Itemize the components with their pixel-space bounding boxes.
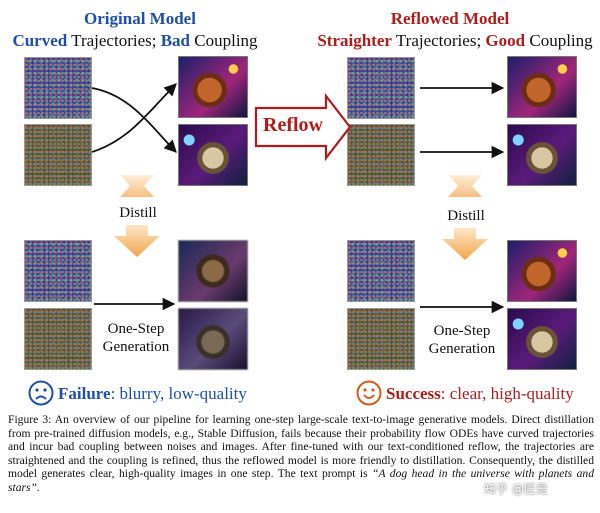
noise-image [24, 57, 92, 119]
blurry-dog-image [178, 240, 248, 302]
right-panel-subtitle: Straighter Trajectories; Good Coupling [310, 32, 600, 50]
failure-description: : blurry, low-quality [110, 384, 247, 403]
left-panel-title: Original Model [84, 9, 196, 28]
generated-dog-image [507, 56, 577, 118]
distill-arrow [448, 175, 482, 197]
reflow-label: Reflow [263, 114, 323, 136]
success-status: Success: clear, high-quality [386, 384, 574, 404]
blurry-dog-image [178, 308, 248, 370]
generation-line: Generation [102, 339, 170, 355]
watermark: 知乎 @匠是 [484, 482, 548, 496]
distill-label: Distill [119, 205, 157, 221]
one-step-generation-label: One-Step Generation [414, 322, 510, 358]
success-description: : clear, high-quality [440, 384, 574, 403]
one-step-generation-label: One-Step Generation [88, 320, 184, 356]
noise-image [347, 240, 415, 302]
distill-arrow [114, 225, 160, 257]
generation-line: Generation [428, 341, 496, 357]
noise-image [24, 308, 92, 370]
generated-dog-image [178, 56, 248, 118]
failure-keyword: Failure [58, 384, 111, 403]
subtitle-coupling: Coupling [525, 31, 593, 50]
caption-prompt: “A dog head in the universe with planets… [8, 467, 594, 494]
noise-image [24, 240, 92, 302]
distill-arrow [442, 228, 488, 260]
clear-dog-image [507, 240, 577, 302]
left-panel-subtitle: Curved Trajectories; Bad Coupling [0, 32, 270, 50]
clear-dog-image [507, 308, 577, 370]
generated-dog-image [178, 124, 248, 186]
sad-face-icon [28, 380, 54, 406]
noise-image [24, 124, 92, 186]
distill-arrow [120, 175, 154, 197]
generated-dog-image [507, 124, 577, 186]
success-keyword: Success [386, 384, 441, 403]
one-step-line: One-Step [107, 321, 165, 337]
happy-face-icon [356, 380, 382, 406]
curved-trajectory-arrow [91, 87, 177, 153]
noise-image [347, 57, 415, 119]
reflow-arrow [254, 92, 352, 162]
failure-status: Failure: blurry, low-quality [58, 384, 247, 404]
subtitle-trajectories: Trajectories; [67, 31, 161, 50]
caption-body: Figure 3: An overview of our pipeline fo… [8, 413, 594, 481]
subtitle-coupling: Coupling [190, 31, 258, 50]
figure-caption: Figure 3: An overview of our pipeline fo… [8, 413, 594, 495]
bad-keyword: Bad [160, 31, 191, 50]
curved-trajectory-arrow [91, 83, 177, 153]
right-panel-title: Reflowed Model [390, 9, 510, 28]
straighter-keyword: Straighter [317, 31, 392, 50]
subtitle-trajectories: Trajectories; [391, 31, 486, 50]
noise-image [347, 308, 415, 370]
distill-label: Distill [447, 208, 485, 224]
good-keyword: Good [485, 31, 526, 50]
one-step-line: One-Step [433, 323, 491, 339]
noise-image [347, 124, 415, 186]
curved-keyword: Curved [12, 31, 68, 50]
diagram-arrows [91, 81, 505, 314]
